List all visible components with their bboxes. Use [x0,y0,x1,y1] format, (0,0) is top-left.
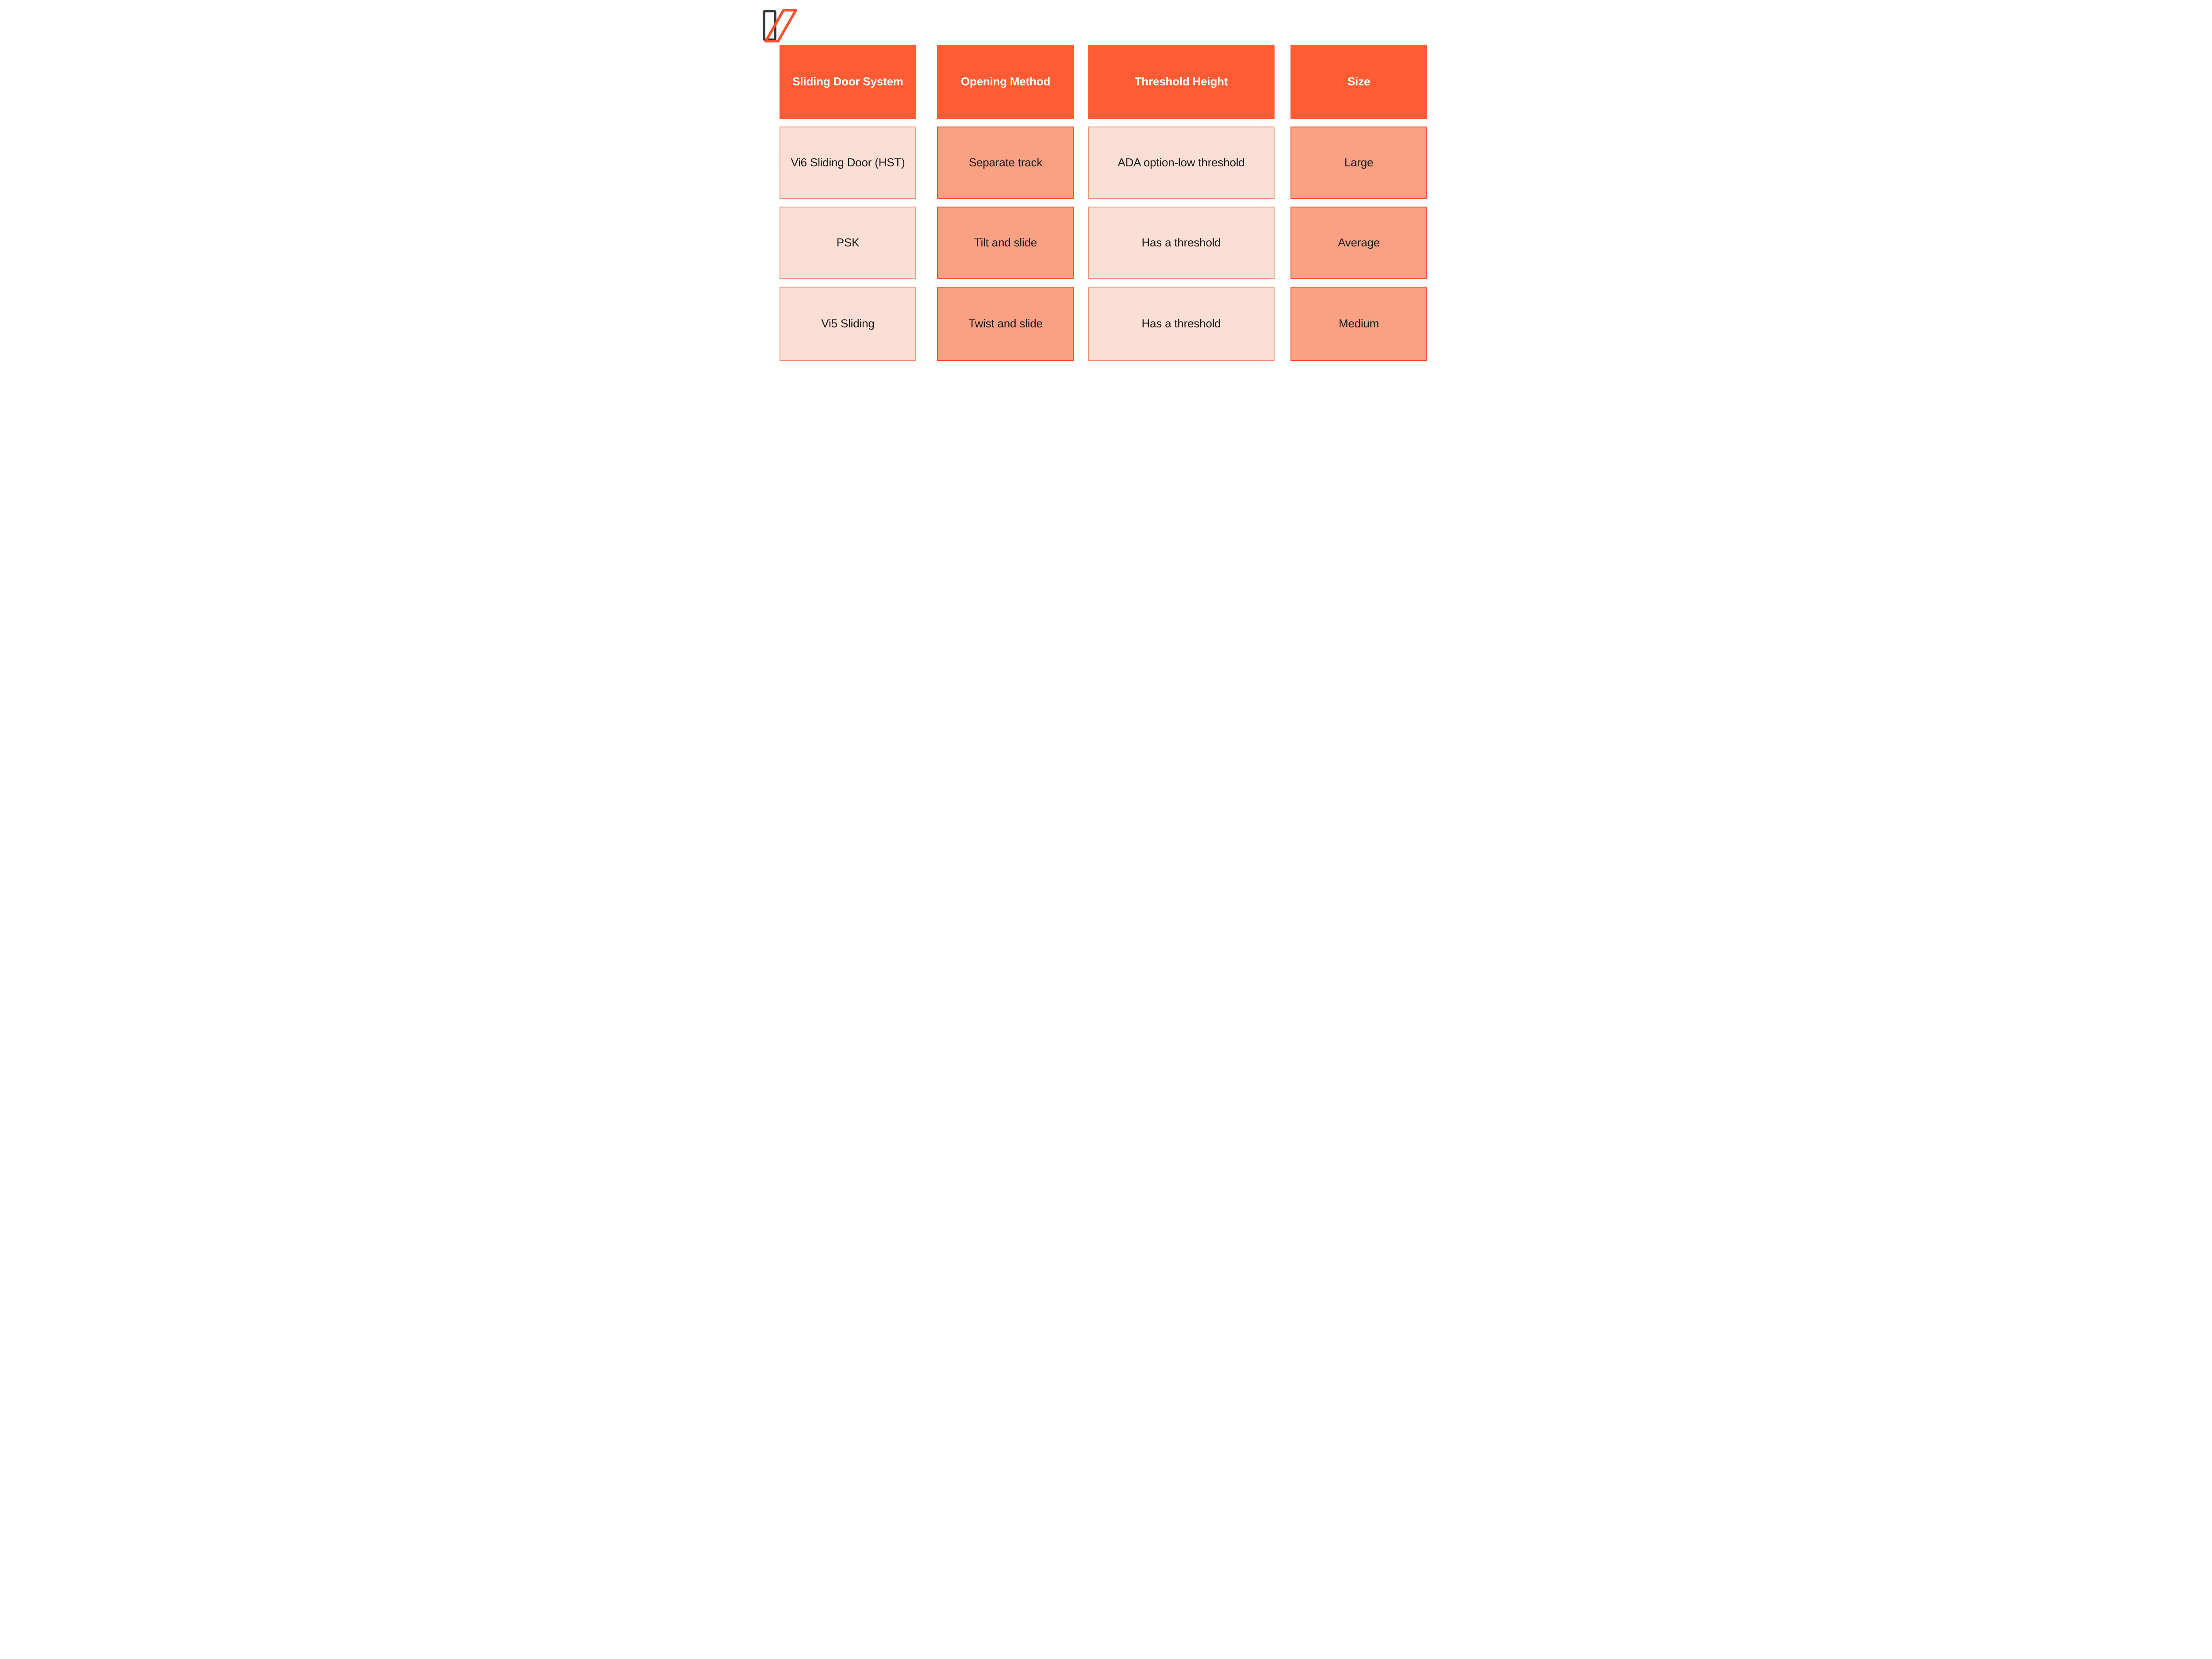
table-cell-r3-threshold: Has a threshold [1088,287,1275,361]
header-cell-sliding-door-system: Sliding Door System [780,45,916,119]
table-cell-r1-opening: Separate track [937,127,1074,199]
brand-logo-icon [763,9,797,42]
header-cell-threshold-height: Threshold Height [1088,45,1275,119]
table-cell-r2-size: Average [1290,207,1427,279]
table-cell-r3-size: Medium [1290,287,1427,361]
header-cell-opening-method: Opening Method [937,45,1074,119]
table-cell-r1-threshold: ADA option-low threshold [1088,127,1275,199]
table-cell-r3-system: Vi5 Sliding [780,287,916,361]
page-canvas: Sliding Door System Opening Method Thres… [752,0,1460,398]
table-cell-r1-system: Vi6 Sliding Door (HST) [780,127,916,199]
header-cell-size: Size [1290,45,1427,119]
table-cell-r2-opening: Tilt and slide [937,207,1074,279]
table-cell-r2-threshold: Has a threshold [1088,207,1275,279]
comparison-table: Sliding Door System Opening Method Thres… [780,45,1427,361]
logo-slash-shape [764,9,797,42]
table-cell-r2-system: PSK [780,207,916,279]
table-cell-r3-opening: Twist and slide [937,287,1074,361]
table-cell-r1-size: Large [1290,127,1427,199]
